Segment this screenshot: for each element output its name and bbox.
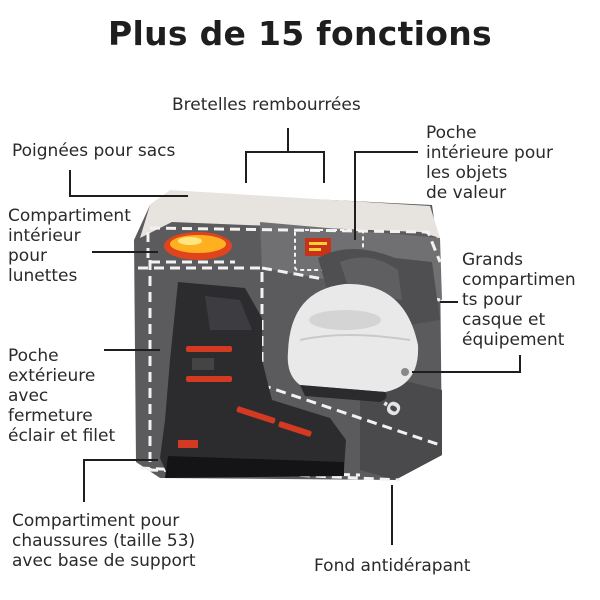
label-padded-straps: Bretelles rembourrées bbox=[172, 95, 361, 115]
label-valuables-pocket: Poche intérieure pour les objets de vale… bbox=[426, 123, 554, 203]
label-large-compartments: Grands compartimen ts pour casque et équ… bbox=[462, 250, 576, 350]
label-outer-pocket: Poche extérieure avec fermeture éclair e… bbox=[8, 346, 116, 446]
label-non-slip-base: Fond antidérapant bbox=[314, 556, 471, 576]
pointer-lines bbox=[69, 128, 521, 545]
helmet bbox=[287, 283, 419, 402]
label-boot-compartment: Compartiment pour chaussures (taille 53)… bbox=[12, 511, 196, 571]
ski-boot bbox=[160, 282, 346, 478]
label-goggles-compartment: Compartiment intérieur pour lunettes bbox=[8, 206, 131, 286]
page-title: Plus de 15 fonctions bbox=[107, 14, 492, 53]
goggles bbox=[164, 232, 232, 260]
label-bag-handles: Poignées pour sacs bbox=[12, 141, 176, 161]
